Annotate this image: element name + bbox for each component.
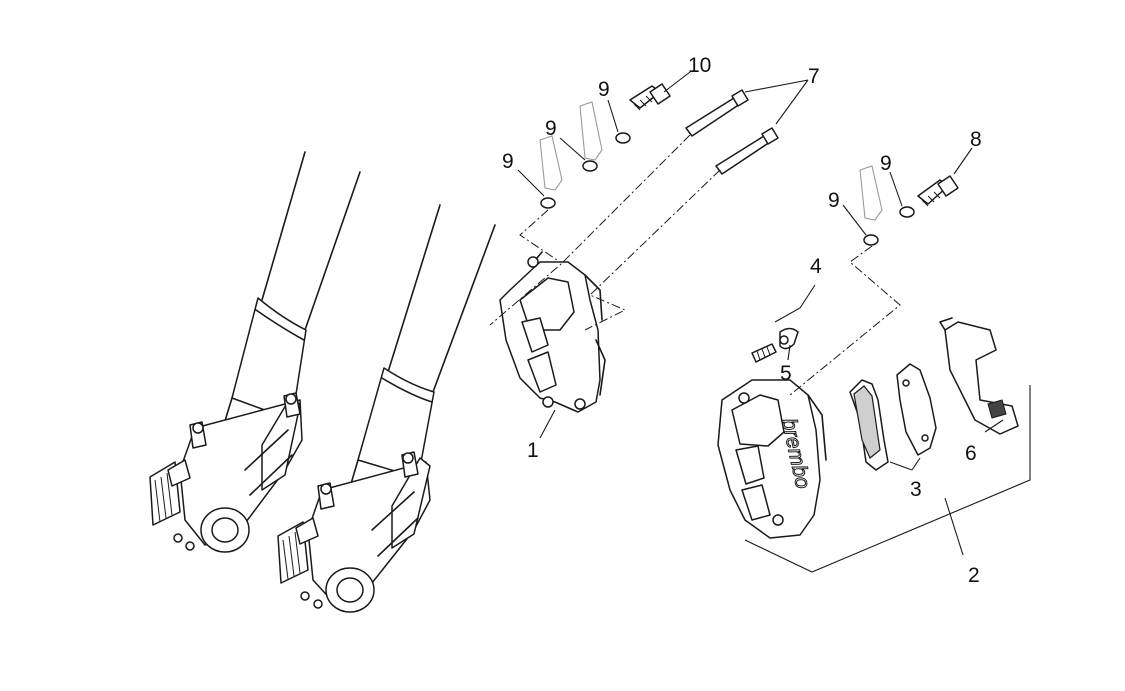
callout-9d: 9 — [828, 189, 840, 212]
callout-labels: 1 2 3 4 5 6 7 8 9 9 9 9 9 10 — [502, 54, 982, 587]
callout-5: 5 — [780, 362, 792, 385]
fasteners — [539, 83, 959, 246]
right-fork-leg — [277, 204, 496, 613]
brake-caliper-2: brembo — [717, 379, 827, 539]
kit-outline — [744, 385, 1031, 573]
callout-2: 2 — [968, 564, 980, 587]
callout-9b: 9 — [545, 117, 557, 140]
callout-3: 3 — [910, 478, 922, 501]
assembly-lines — [489, 134, 901, 396]
callout-8: 8 — [970, 128, 982, 151]
pad-spring — [939, 317, 1019, 435]
callout-4: 4 — [810, 255, 822, 278]
callout-1: 1 — [527, 439, 539, 462]
callout-7: 7 — [808, 65, 820, 88]
callout-9c: 9 — [598, 78, 610, 101]
brake-caliper-1 — [499, 251, 606, 413]
left-fork-leg — [149, 151, 361, 553]
callout-10: 10 — [688, 54, 711, 77]
callout-9e: 9 — [880, 152, 892, 175]
brake-pads — [849, 363, 937, 471]
pin-and-spring — [751, 327, 799, 363]
leader-lines — [517, 71, 1004, 556]
callout-9a: 9 — [502, 150, 514, 173]
callout-6: 6 — [965, 442, 977, 465]
